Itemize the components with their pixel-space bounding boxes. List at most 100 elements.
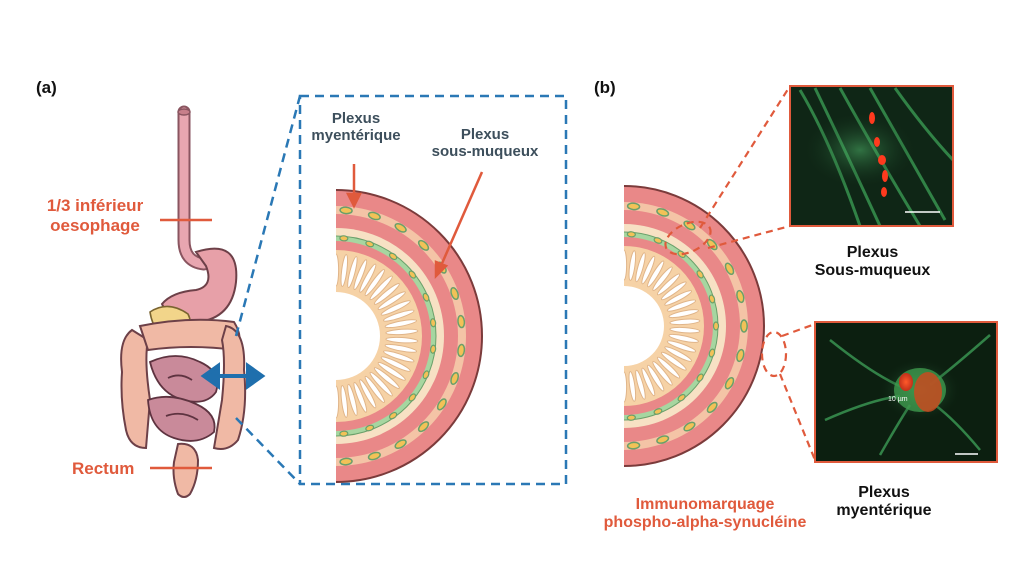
villus — [384, 343, 418, 353]
villus — [364, 269, 385, 297]
villus — [340, 254, 349, 287]
plexus-ganglion — [706, 401, 718, 414]
plexus-ganglion — [656, 208, 670, 217]
villus — [385, 328, 419, 336]
villus — [384, 319, 418, 329]
villus — [373, 367, 400, 389]
villus — [666, 299, 697, 312]
submucosal-callout-line2: sous-muqueux — [431, 143, 539, 161]
villus — [652, 266, 673, 291]
photo-submucosal-caption: Plexus Sous-muqueux — [810, 244, 935, 281]
plexus-ganglion — [696, 270, 704, 279]
plexus-ganglion — [683, 421, 696, 432]
scale-bar-label: 10 µm — [888, 396, 908, 403]
villus — [656, 273, 681, 296]
plexus-ganglion — [740, 319, 748, 333]
myenteric-callout-line2: myentérique — [311, 127, 401, 145]
plexus-ganglion — [653, 237, 663, 244]
plexus-ganglion — [626, 441, 641, 450]
villus — [383, 309, 415, 322]
plexus-ganglion — [367, 211, 381, 221]
villus — [359, 263, 377, 293]
plexus-ganglion — [367, 451, 381, 461]
villus — [364, 375, 385, 403]
villus — [359, 379, 377, 409]
plexus-ganglion — [339, 457, 353, 466]
plexus-ganglion — [696, 373, 704, 382]
plexus-ganglion — [339, 206, 353, 215]
villus — [656, 356, 681, 379]
photo-myenteric-caption-line1: Plexus — [858, 484, 910, 501]
villus — [347, 256, 358, 289]
villus — [664, 346, 693, 362]
immunostaining-label-line2: phospho-alpha-synucléine — [603, 514, 807, 532]
villus — [383, 350, 415, 363]
photo-myenteric-caption: Plexus myentérique — [824, 484, 944, 521]
photo-myenteric-caption-line2: myentérique — [836, 502, 932, 520]
plexus-ganglion — [422, 292, 430, 302]
plexus-ganglion — [457, 314, 466, 329]
plexus-ganglion — [724, 262, 735, 276]
villus — [668, 309, 699, 319]
plexus-ganglion — [736, 289, 745, 304]
plexus-ganglion — [677, 393, 686, 402]
villus — [668, 333, 699, 343]
intestine-cross-section-b — [624, 185, 765, 467]
plexus-ganglion — [429, 344, 437, 354]
villus — [647, 364, 665, 392]
villus — [377, 291, 406, 310]
plexus-ganglion — [365, 424, 375, 432]
villus — [336, 253, 340, 287]
plexus-ganglion — [736, 348, 745, 363]
villus — [380, 300, 411, 316]
villus — [385, 336, 419, 344]
villus — [669, 326, 701, 334]
villus — [652, 361, 673, 386]
plexus-ganglion — [408, 270, 417, 279]
rectum-label: Rectum — [72, 459, 135, 478]
plexus-ganglion — [653, 408, 663, 415]
villus — [380, 356, 411, 372]
villus — [641, 255, 656, 285]
esophagus-label-line2: oesophage — [50, 215, 140, 235]
digestive-tract-illustration — [120, 105, 266, 498]
plexus-ganglion — [708, 348, 716, 358]
callout-arrows-a — [345, 164, 484, 280]
villus — [624, 371, 628, 403]
villus — [340, 385, 349, 418]
panel-b-tag: (b) — [594, 78, 616, 97]
submucosal-callout-line1: Plexus — [460, 126, 510, 143]
photo-callout-connectors — [664, 85, 817, 461]
plexus-ganglion — [712, 321, 720, 331]
plexus-ganglion — [656, 435, 670, 444]
plexus-ganglion — [724, 376, 735, 390]
plexus-ganglion — [339, 430, 349, 437]
villus — [347, 383, 358, 416]
myenteric-callout-line1: Plexus — [331, 110, 381, 127]
plexus-ganglion — [450, 287, 459, 301]
plexus-ganglion — [429, 318, 437, 328]
villus — [369, 275, 393, 301]
plexus-ganglion — [388, 252, 398, 261]
plexus-ganglion — [422, 370, 430, 380]
villus — [666, 340, 697, 353]
plexus-ganglion — [417, 421, 430, 433]
villus — [373, 283, 400, 305]
photo-submucosal-plexus — [789, 85, 955, 227]
villus — [635, 369, 646, 400]
esophagus-level-label: 1/3 inférieur oesophage — [30, 196, 160, 235]
submucosal-plexus-callout: Plexus sous-muqueux — [420, 126, 550, 161]
plexus-ganglion — [457, 343, 466, 358]
plexus-ganglion — [394, 439, 407, 450]
esophagus-label-line1: 1/3 inférieur — [46, 196, 144, 215]
villus — [628, 250, 637, 281]
panel-a-tag: (a) — [36, 78, 57, 97]
villus — [669, 318, 701, 326]
villus — [647, 260, 665, 288]
plexus-ganglion — [626, 414, 636, 421]
villus — [353, 381, 368, 413]
immunostaining-label-line1: Immunomarquage — [635, 496, 775, 513]
plexus-ganglion — [417, 239, 430, 251]
plexus-ganglion — [450, 371, 459, 385]
immunostaining-label: Immunomarquage phospho-alpha-synucléine — [590, 496, 820, 533]
